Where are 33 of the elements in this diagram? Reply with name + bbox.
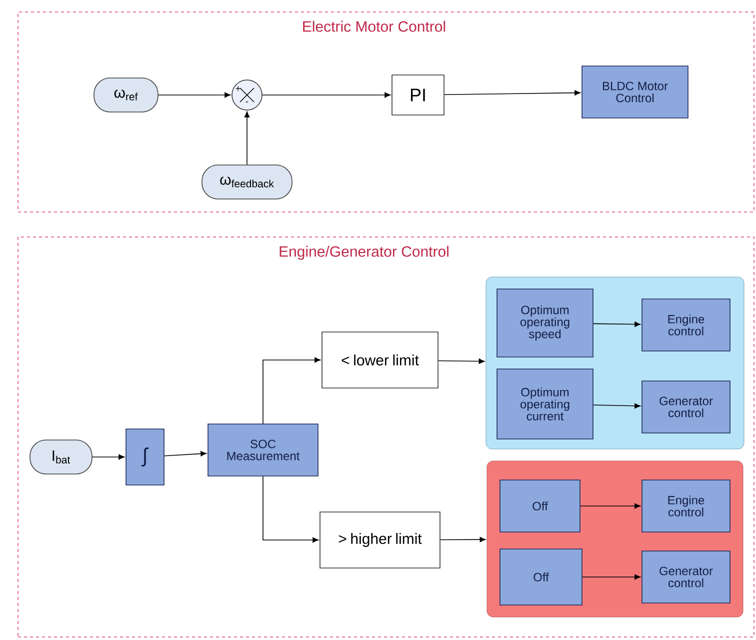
arrow (444, 90, 581, 96)
process-block: BLDC Motor Control (582, 66, 688, 118)
process-block: Generator control (642, 550, 730, 604)
process-block: Engine control (642, 298, 730, 352)
process-block: Engine control (642, 480, 730, 532)
comparator-block: < lower limit (322, 332, 438, 388)
comparator-block: > higher limit (320, 512, 440, 568)
arrow (440, 536, 486, 542)
arrow (262, 92, 391, 98)
arrow (92, 454, 125, 460)
arrow (580, 503, 641, 509)
process-block: Generator control (642, 380, 730, 434)
arrow (262, 476, 319, 543)
summing-junction (232, 80, 262, 110)
arrow (582, 574, 641, 580)
arrow (164, 451, 207, 456)
process-block: Off (500, 480, 580, 532)
process-block: SOC Measurement (208, 424, 318, 476)
input-terminal: I$_{bat}$ (30, 440, 92, 474)
process-block: Off (500, 548, 582, 606)
sign-label: + (236, 86, 240, 91)
input-terminal: ω$_{ref}$ (94, 78, 158, 112)
arrow (593, 322, 641, 327)
comparator-block: PI (392, 74, 444, 116)
process-block: ∫ (126, 428, 164, 486)
process-block: Optimum operating current (496, 368, 594, 440)
arrow (158, 92, 231, 98)
input-terminal: ω$_{feedback}$ (202, 164, 292, 200)
arrow (438, 358, 485, 364)
arrow (262, 357, 321, 424)
arrow (244, 111, 250, 165)
process-block: Optimum operating speed (496, 288, 594, 358)
arrow (593, 403, 641, 409)
